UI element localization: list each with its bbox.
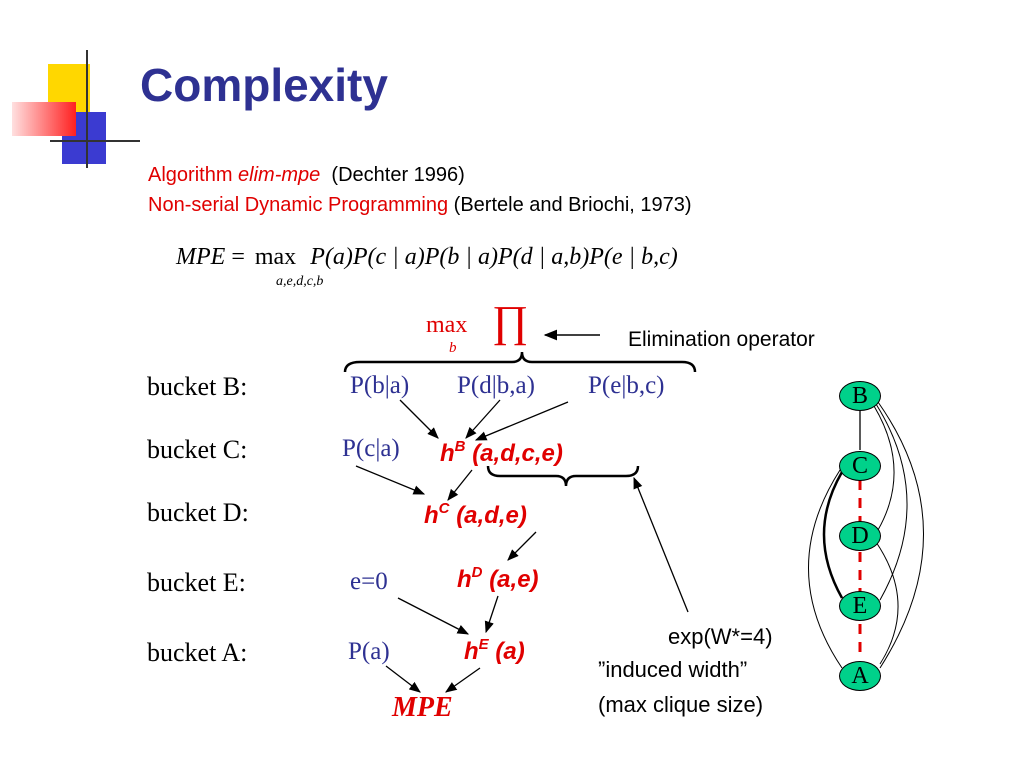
h-d-args: (a,e) bbox=[489, 566, 539, 593]
h-d-sup: D bbox=[471, 564, 483, 581]
slide-title: Complexity bbox=[140, 59, 388, 111]
algorithm-name: elim-mpe bbox=[238, 164, 321, 186]
induced-width-caption: (max clique size) bbox=[598, 692, 764, 717]
mpe-formula: MPE = max P(a)P(c | a)P(b | a)P(d | a,b)… bbox=[176, 244, 678, 271]
bucket-d-label: bucket D: bbox=[147, 498, 249, 527]
h-c-args: (a,d,e) bbox=[456, 502, 527, 529]
arrow-pdba-to-hb bbox=[465, 399, 501, 439]
h-c-name: h bbox=[424, 502, 439, 529]
edge-b-e bbox=[875, 403, 908, 601]
graph-node-b: B bbox=[839, 381, 881, 411]
h-e-name: h bbox=[464, 638, 479, 665]
induced-width-exp: exp(W*=4) bbox=[668, 624, 773, 649]
h-b-name: h bbox=[440, 440, 455, 467]
nsdp-line: Non-serial Dynamic Programming (Bertele … bbox=[148, 194, 692, 217]
elim-max-subscript: b bbox=[449, 340, 457, 356]
induced-width-label: ”induced width” bbox=[598, 657, 748, 682]
arrow-pa-to-mpe bbox=[385, 665, 421, 693]
bucket-e-label: bucket E: bbox=[147, 568, 246, 597]
graph-node-e: E bbox=[839, 591, 881, 621]
h-b-args: (a,d,c,e) bbox=[472, 440, 563, 467]
arrow-hd-to-he bbox=[484, 595, 499, 634]
h-b-function: hB (a,d,c,e) bbox=[440, 438, 563, 468]
edge-b-a bbox=[877, 401, 924, 669]
slide-logo bbox=[0, 40, 140, 170]
arrow-pba-to-hb bbox=[399, 399, 439, 439]
elim-product-symbol: ∏ bbox=[492, 297, 529, 346]
h-e-args: (a) bbox=[495, 638, 525, 665]
arrow-he-to-mpe bbox=[445, 667, 481, 693]
mpe-result: MPE bbox=[392, 692, 453, 723]
h-e-function: hE (a) bbox=[464, 636, 525, 666]
bucket-b-brace bbox=[343, 351, 697, 373]
arrow-pebc-to-hb bbox=[474, 401, 569, 441]
edge-c-a bbox=[808, 469, 843, 669]
arrow-hc-to-hd bbox=[507, 531, 537, 561]
h-c-function: hC (a,d,e) bbox=[424, 500, 527, 530]
formula-equals: = bbox=[231, 244, 245, 270]
arrow-pca-to-hc bbox=[355, 465, 426, 495]
logo-vertical-line bbox=[86, 50, 88, 168]
arrow-width-to-brace bbox=[633, 476, 689, 613]
bucket-b-term-2: P(d|b,a) bbox=[457, 372, 535, 399]
bucket-a-label: bucket A: bbox=[147, 638, 248, 667]
formula-lhs: MPE bbox=[176, 244, 226, 270]
formula-body: P(a)P(c | a)P(b | a)P(d | a,b)P(e | b,c) bbox=[310, 244, 678, 270]
bucket-e-term-1: e=0 bbox=[350, 568, 388, 595]
arrow-hb-to-hc bbox=[447, 469, 473, 501]
bucket-c-label: bucket C: bbox=[147, 435, 248, 464]
graph-node-c: C bbox=[839, 451, 881, 481]
logo-red-bar bbox=[12, 102, 76, 136]
h-b-sup: B bbox=[454, 438, 466, 455]
bucket-b-term-1: P(b|a) bbox=[350, 372, 410, 399]
nsdp-citation: (Bertele and Briochi, 1973) bbox=[453, 194, 692, 216]
elim-max: max bbox=[426, 312, 468, 338]
bucket-b-term-3: P(e|b,c) bbox=[588, 372, 665, 399]
h-c-sup: C bbox=[438, 500, 450, 517]
h-d-name: h bbox=[457, 566, 472, 593]
edge-b-d bbox=[873, 405, 895, 531]
elim-operator-label: Elimination operator bbox=[628, 328, 815, 351]
bucket-c-term-1: P(c|a) bbox=[342, 435, 400, 462]
edge-c-e-thick bbox=[822, 471, 844, 599]
algorithm-line: Algorithm elim-mpe (Dechter 1996) bbox=[148, 164, 465, 187]
algorithm-citation: (Dechter 1996) bbox=[331, 164, 465, 186]
hb-args-brace bbox=[486, 465, 640, 487]
nsdp-label: Non-serial Dynamic Programming bbox=[148, 194, 449, 216]
graph-node-d: D bbox=[839, 521, 881, 551]
formula-max-subscript: a,e,d,c,b bbox=[276, 274, 324, 289]
bucket-b-label: bucket B: bbox=[147, 372, 248, 401]
graph-node-a: A bbox=[839, 661, 881, 691]
bucket-a-term-1: P(a) bbox=[348, 638, 390, 665]
formula-max: max bbox=[254, 244, 297, 270]
h-e-sup: E bbox=[478, 636, 489, 653]
h-d-function: hD (a,e) bbox=[457, 564, 539, 594]
arrow-e0-to-he bbox=[397, 597, 470, 635]
algorithm-label: Algorithm bbox=[148, 164, 233, 186]
logo-horizontal-line bbox=[50, 140, 140, 142]
edge-d-a bbox=[875, 541, 899, 665]
